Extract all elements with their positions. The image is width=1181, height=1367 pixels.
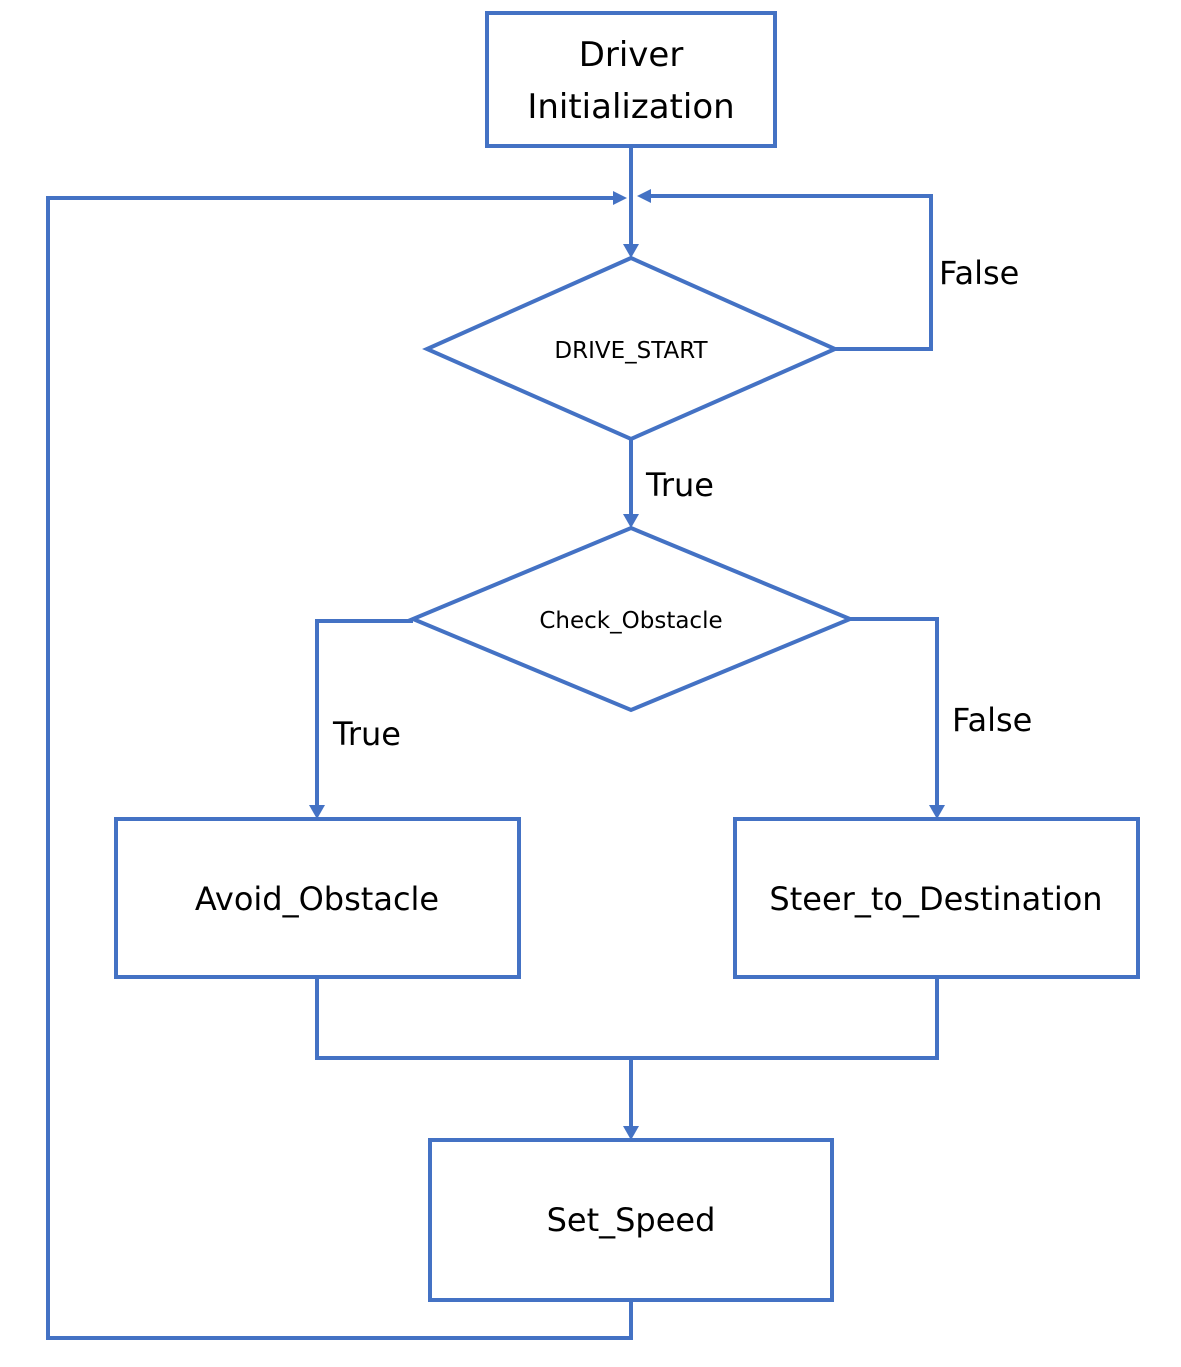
node-steer-to-destination: Steer_to_Destination — [733, 817, 1140, 979]
decision-drive-start-label: DRIVE_START — [554, 338, 708, 364]
arrow-avoid-in — [309, 805, 325, 819]
edge-label-drive-start-false: False — [939, 254, 1019, 292]
node-init-line1: Driver — [579, 35, 684, 75]
edge-loop-back — [46, 196, 633, 1340]
edge-merge — [315, 977, 939, 1060]
edge-label-drive-start-true: True — [645, 466, 714, 504]
decision-check-obstacle: Check_Obstacle — [407, 525, 856, 713]
edge-check-false — [850, 617, 939, 805]
node-init-line2: Initialization — [527, 87, 734, 127]
arrow-loop-back — [613, 191, 627, 205]
node-avoid-obstacle-label: Avoid_Obstacle — [195, 880, 439, 918]
node-driver-initialization: Driver Initialization — [485, 11, 777, 148]
edge-drive-start-false — [651, 194, 933, 351]
node-steer-label: Steer_to_Destination — [769, 880, 1102, 918]
node-set-speed-label: Set_Speed — [547, 1201, 716, 1239]
edge-label-check-false: False — [952, 701, 1032, 739]
node-set-speed: Set_Speed — [428, 1138, 834, 1302]
arrow-drive-start-false — [637, 189, 651, 203]
arrow-drive-start-in — [623, 244, 639, 258]
edge-label-check-true: True — [332, 715, 401, 753]
arrow-check-obstacle-in — [623, 514, 639, 528]
arrow-set-speed-in — [623, 1126, 639, 1140]
decision-drive-start: DRIVE_START — [422, 255, 840, 442]
edge-check-true — [315, 619, 413, 805]
node-avoid-obstacle: Avoid_Obstacle — [114, 817, 521, 979]
decision-check-obstacle-label: Check_Obstacle — [539, 608, 722, 634]
arrow-steer-in — [929, 805, 945, 819]
